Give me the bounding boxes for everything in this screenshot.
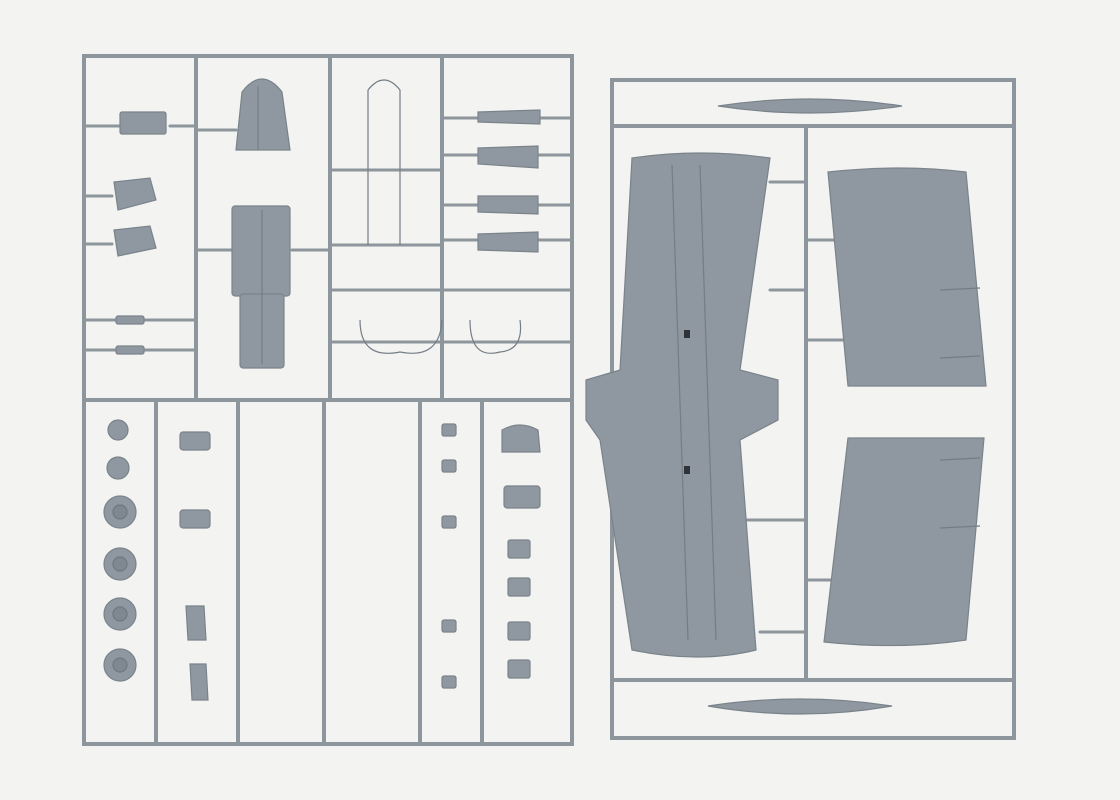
left-sprue-parts-bottom xyxy=(103,419,541,701)
right-sprue-parts xyxy=(585,98,987,715)
left-sprue-parts-top xyxy=(113,78,541,369)
left-sprue-frame xyxy=(82,54,574,746)
